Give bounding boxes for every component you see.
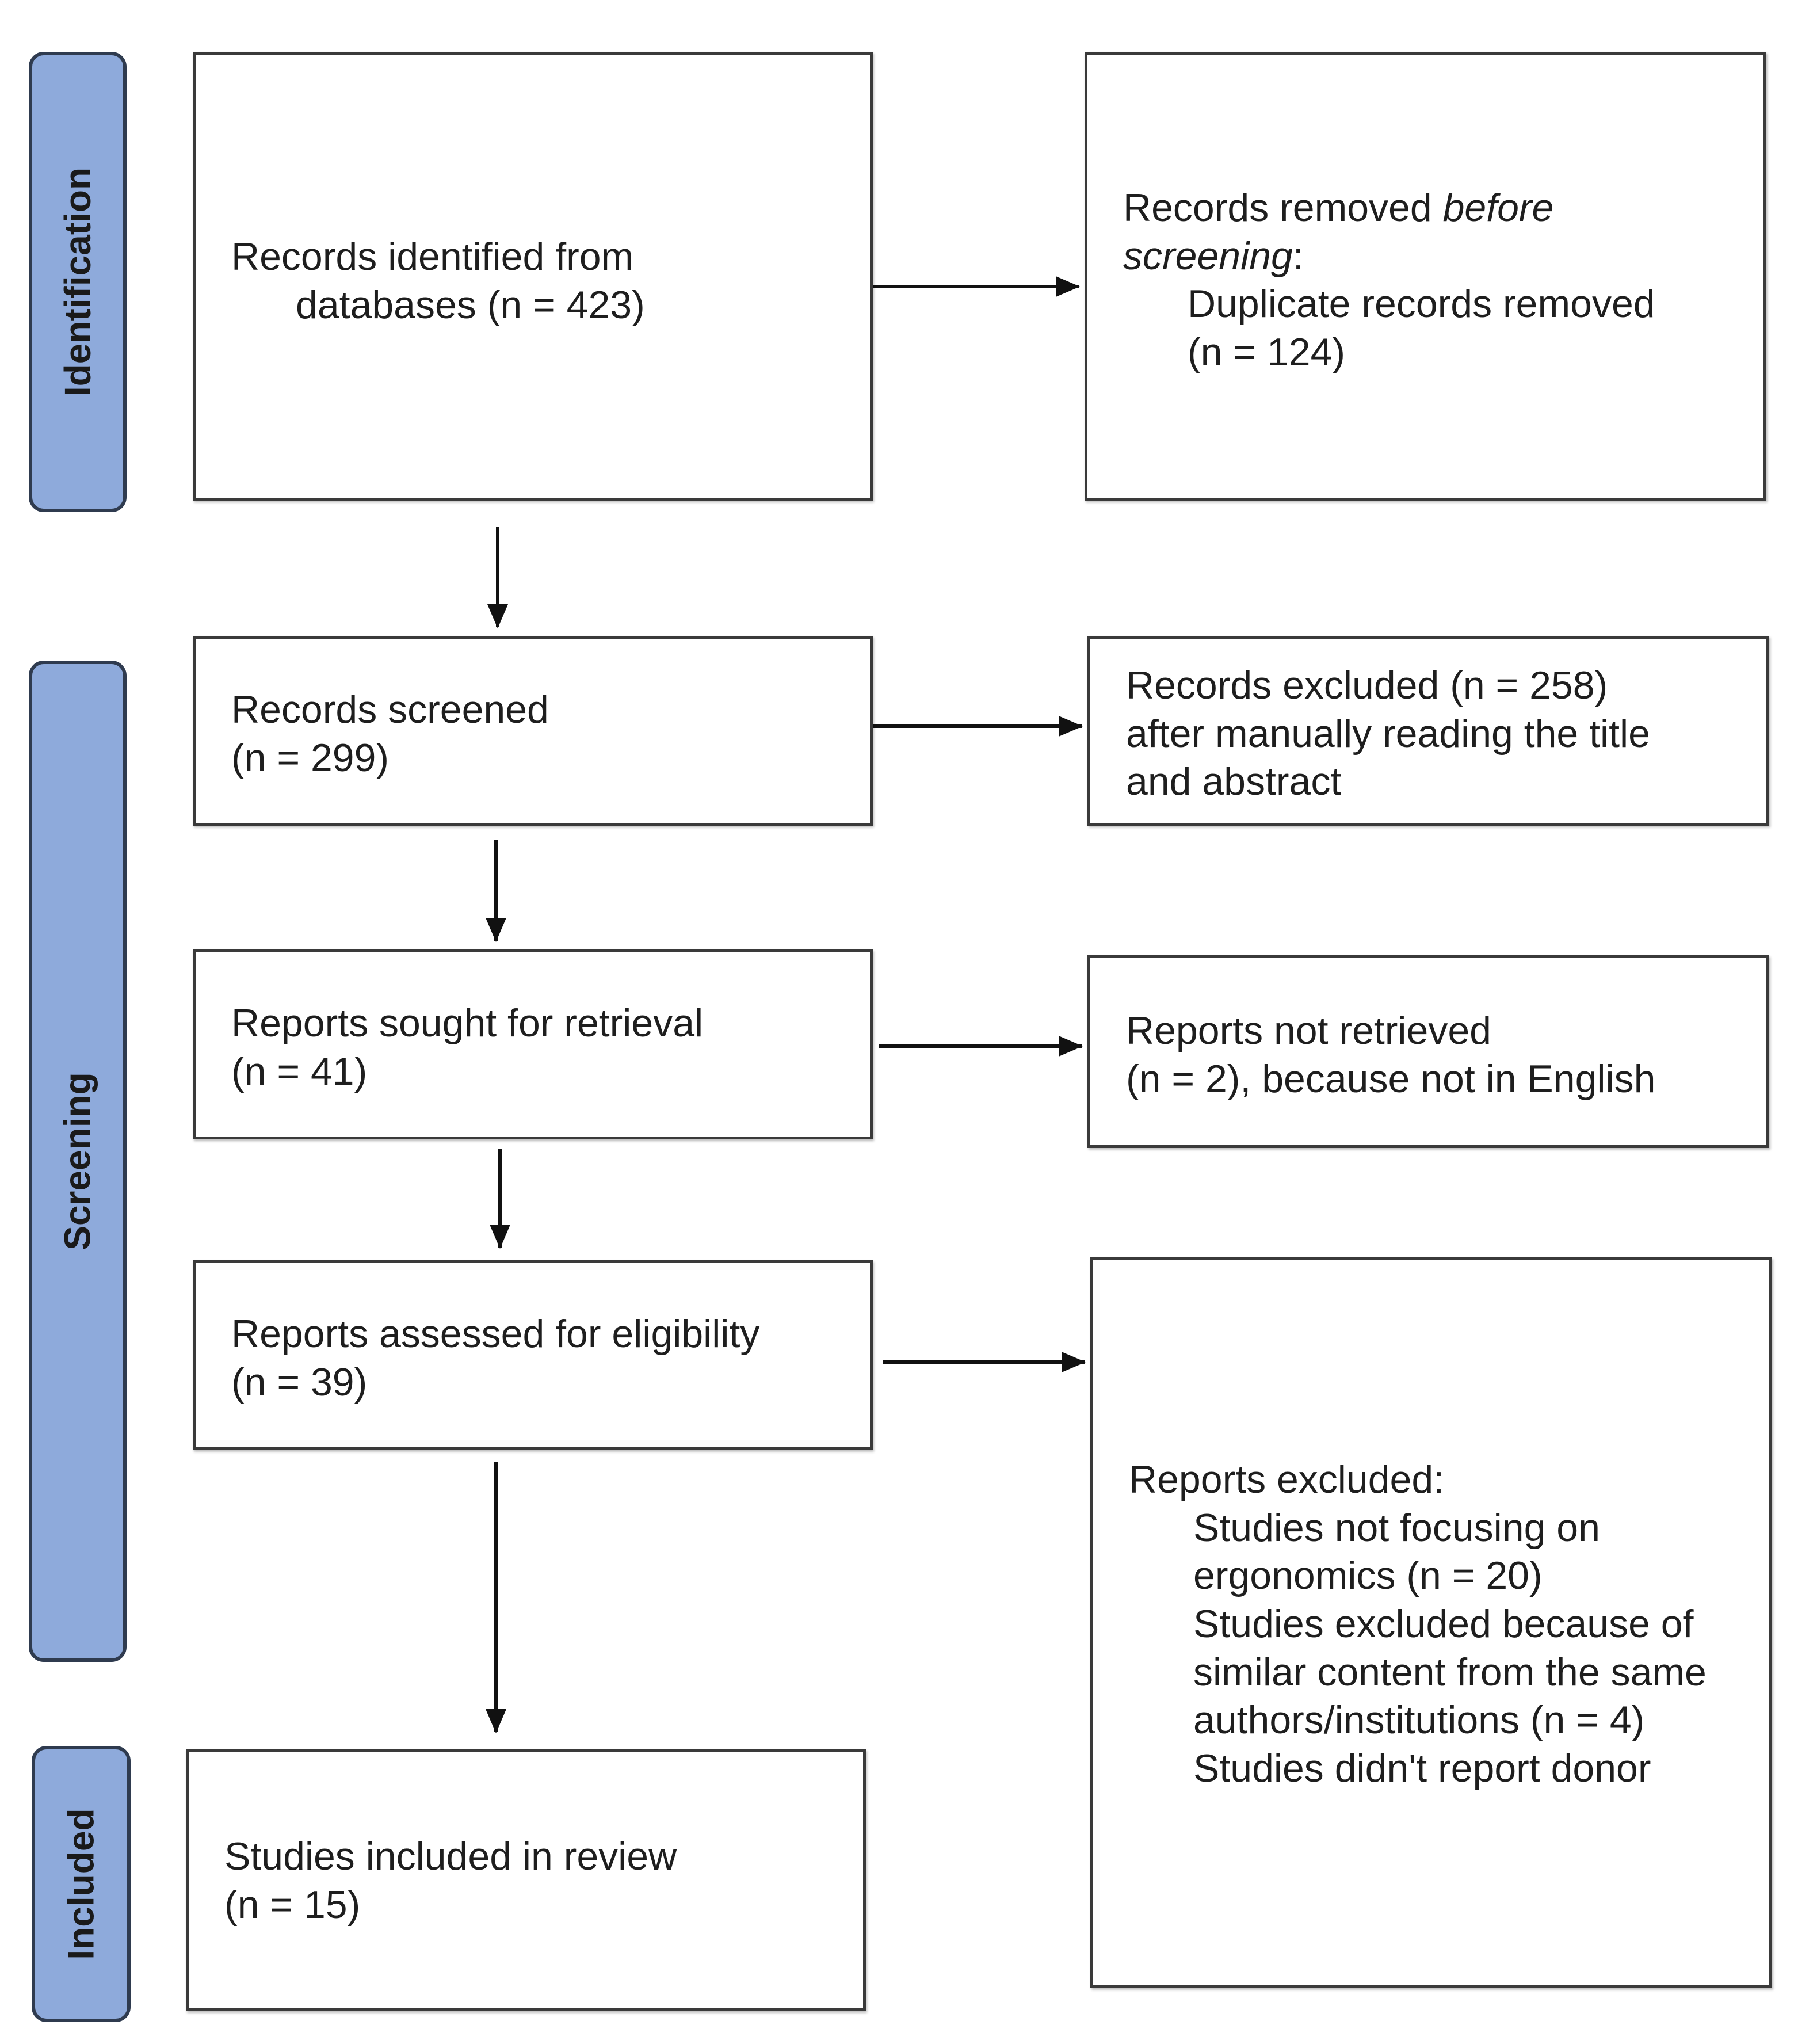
- reports-excluded-item: Studies not focusing on: [1193, 1505, 1600, 1550]
- reports-assessed-line2: (n = 39): [231, 1360, 368, 1404]
- reports-excluded-item: Studies didn't report donor: [1193, 1746, 1651, 1790]
- records-excluded-line1: Records excluded (n = 258): [1126, 663, 1608, 707]
- records-excluded-line2: after manually reading the title: [1126, 711, 1650, 756]
- reports-sought-line2: (n = 41): [231, 1049, 368, 1093]
- records-removed-line1: Records removed before: [1123, 186, 1554, 230]
- reports-excluded-item: Studies excluded because of: [1193, 1601, 1694, 1646]
- reports-excluded-item: authors/institutions (n = 4): [1193, 1698, 1645, 1742]
- reports-sought-line1: Reports sought for retrieval: [231, 1001, 704, 1045]
- records-identified-line2: databases (n = 423): [296, 283, 645, 327]
- phase-label-screening-text: Screening: [57, 1072, 98, 1250]
- reports-excluded-item: ergonomics (n = 20): [1193, 1554, 1543, 1598]
- reports-excluded-item: similar content from the same: [1193, 1650, 1707, 1694]
- records-identified-box: Records identified from databases (n = 4…: [193, 52, 873, 501]
- phase-label-identification-text: Identification: [57, 167, 98, 397]
- studies-included-line2: (n = 15): [224, 1882, 361, 1927]
- records-identified-line1: Records identified from: [231, 235, 634, 279]
- phase-label-screening: Screening: [29, 661, 127, 1662]
- reports-excluded-box: Reports excluded: Studies not focusing o…: [1090, 1257, 1772, 1988]
- records-removed-line3: Duplicate records removed: [1188, 282, 1655, 326]
- records-screened-box: Records screened (n = 299): [193, 636, 873, 826]
- records-screened-line1: Records screened: [231, 688, 549, 731]
- phase-label-identification: Identification: [29, 52, 127, 512]
- records-excluded-box: Records excluded (n = 258) after manuall…: [1087, 636, 1769, 826]
- reports-assessed-box: Reports assessed for eligibility (n = 39…: [193, 1260, 873, 1450]
- records-removed-line4: (n = 124): [1188, 330, 1346, 374]
- reports-assessed-line1: Reports assessed for eligibility: [231, 1312, 760, 1356]
- phase-label-included-text: Included: [60, 1808, 102, 1960]
- reports-not-retrieved-box: Reports not retrieved (n = 2), because n…: [1087, 955, 1769, 1148]
- phase-label-included: Included: [32, 1746, 131, 2022]
- reports-sought-box: Reports sought for retrieval (n = 41): [193, 949, 873, 1139]
- records-screened-line2: (n = 299): [231, 735, 390, 780]
- records-removed-line2: screening:: [1123, 234, 1304, 278]
- studies-included-box: Studies included in review (n = 15): [186, 1749, 866, 2011]
- records-excluded-line3: and abstract: [1126, 760, 1342, 804]
- records-removed-box: Records removed before screening: Duplic…: [1085, 52, 1766, 501]
- reports-not-retrieved-line2: (n = 2), because not in English: [1126, 1057, 1656, 1101]
- reports-excluded-heading: Reports excluded:: [1129, 1458, 1445, 1501]
- reports-not-retrieved-line1: Reports not retrieved: [1126, 1009, 1491, 1052]
- studies-included-line1: Studies included in review: [224, 1835, 677, 1878]
